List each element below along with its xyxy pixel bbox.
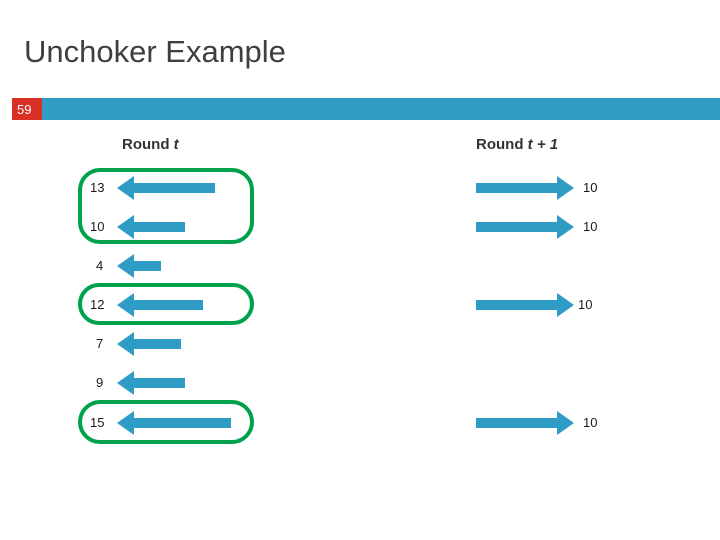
row-label: 7 — [96, 336, 104, 351]
row-value: 10 — [583, 180, 598, 195]
highlight-box — [78, 400, 254, 444]
row-value: 10 — [578, 297, 593, 312]
slide-number-badge: 59 — [12, 98, 42, 120]
row-label: 12 — [90, 297, 105, 312]
arrow-right-icon — [476, 293, 574, 317]
column-header-right-prefix: Round — [476, 136, 528, 153]
arrow-left-icon — [117, 332, 181, 356]
row-label: 10 — [90, 219, 105, 234]
highlight-box — [78, 168, 254, 244]
title-rule — [42, 98, 720, 120]
highlight-box — [78, 283, 254, 325]
row-value: 10 — [583, 415, 598, 430]
row-label: 15 — [90, 415, 105, 430]
arrow-right-icon — [476, 411, 574, 435]
column-header-left-prefix: Round — [122, 136, 174, 153]
row-value: 10 — [583, 219, 598, 234]
arrow-left-icon — [117, 254, 161, 278]
row-label: 9 — [96, 375, 104, 390]
column-header-left-italic: t — [173, 136, 179, 153]
column-header-right-italic: t + 1 — [527, 136, 559, 153]
column-header-round-t-plus-1: Round t + 1 — [476, 136, 558, 153]
row-label: 13 — [90, 180, 105, 195]
arrow-left-icon — [117, 215, 185, 239]
row-label: 4 — [96, 258, 104, 273]
column-header-round-t: Round t — [122, 136, 179, 153]
arrow-left-icon — [117, 411, 231, 435]
arrow-right-icon — [476, 176, 574, 200]
page-title: Unchoker Example — [24, 34, 286, 69]
arrow-left-icon — [117, 371, 185, 395]
arrow-left-icon — [117, 293, 203, 317]
arrow-right-icon — [476, 215, 574, 239]
arrow-left-icon — [117, 176, 215, 200]
